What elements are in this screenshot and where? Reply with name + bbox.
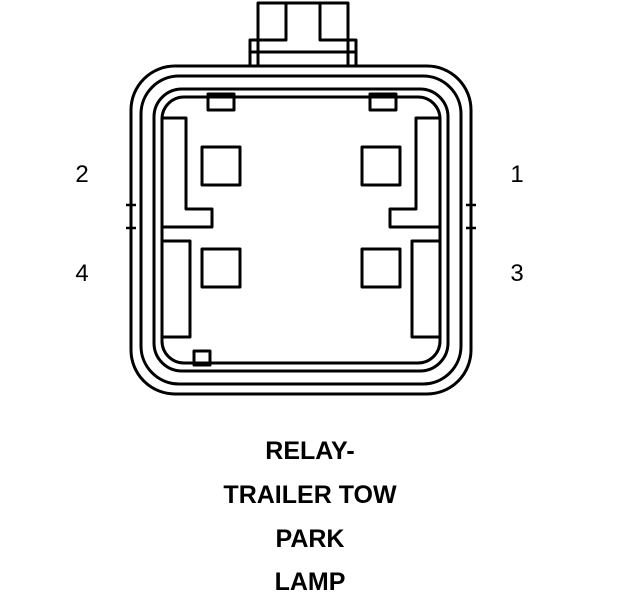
caption-line-4: LAMP bbox=[275, 568, 346, 596]
latch-tab bbox=[248, 1, 358, 66]
top-key-notch-left bbox=[206, 92, 236, 112]
housing-inner-wall bbox=[152, 87, 450, 373]
cavity-floor-outline bbox=[160, 95, 442, 365]
pin-label-2: 2 bbox=[75, 161, 88, 188]
housing-outer-wall bbox=[129, 64, 473, 396]
housing-middle-wall bbox=[139, 74, 463, 386]
caption-line-2: TRAILER TOW bbox=[223, 481, 397, 509]
terminal-cavity-pin-3 bbox=[360, 247, 402, 289]
pin-label-3: 3 bbox=[510, 260, 523, 287]
terminal-cavity-pin-4 bbox=[200, 247, 242, 289]
top-key-notch-right bbox=[368, 92, 398, 112]
bottom-key-notch bbox=[192, 349, 212, 367]
left-upper-rail bbox=[163, 116, 214, 229]
component-caption: RELAY- TRAILER TOW PARK LAMP bbox=[223, 437, 397, 596]
pin-label-4: 4 bbox=[75, 260, 88, 287]
housing-side-ribs bbox=[126, 160, 476, 275]
caption-line-3: PARK bbox=[276, 525, 345, 553]
right-lower-rail bbox=[410, 239, 439, 339]
connector-housing bbox=[126, 1, 476, 396]
terminal-cavity-pin-2 bbox=[200, 145, 242, 187]
terminal-cavity-pin-1 bbox=[360, 145, 402, 187]
caption-line-1: RELAY- bbox=[265, 437, 354, 465]
right-upper-rail bbox=[388, 116, 439, 229]
pin-label-1: 1 bbox=[510, 161, 523, 188]
left-lower-rail bbox=[163, 239, 192, 339]
